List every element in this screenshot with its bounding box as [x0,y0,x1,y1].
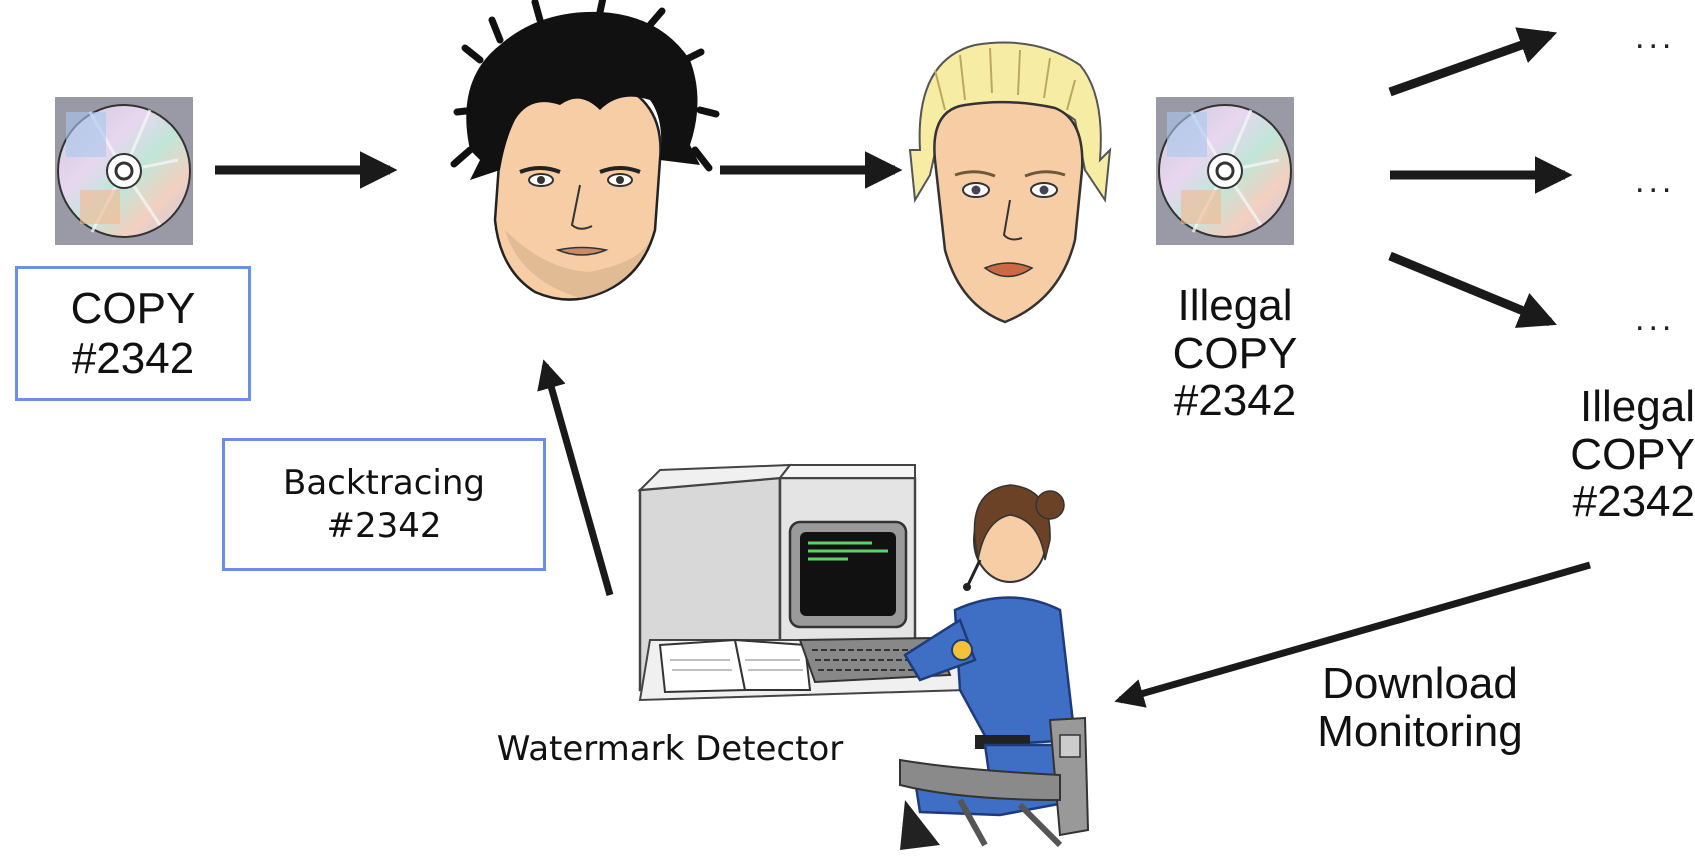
original-copy-label-box: COPY #2342 [15,266,251,401]
watermark-detector-label: Watermark Detector [496,729,844,769]
female-face-icon [908,41,1112,324]
ellipsis-bottom: ... [1635,300,1676,338]
download-text: Download [1322,659,1518,708]
monitoring-text: Monitoring [1317,706,1523,756]
illegal-copy-center-label: Illegal COPY #2342 [1140,282,1330,425]
illegal-right-number: #2342 [1572,477,1695,527]
detector-operator-icon [637,463,1090,850]
original-copy-number: #2342 [71,333,195,383]
arrow-distribute-bottom [1388,251,1557,328]
backtracing-text: Backtracing [283,463,485,503]
ellipsis-middle: ... [1635,162,1676,200]
illegal-right-text: Illegal [1580,382,1695,431]
original-copy-text: COPY [70,283,196,333]
ellipsis-top: ... [1635,18,1676,56]
arrow-distribute-top [1388,27,1558,97]
illegal-copy-right-label: Illegal COPY #2342 [1535,383,1695,526]
arrow-backtrace-to-pirate [537,359,614,596]
backtracing-label-box: Backtracing #2342 [222,438,546,571]
illegal-center-text: Illegal [1177,281,1293,330]
arrow-download-to-detector [1114,561,1591,708]
backtracing-number: #2342 [326,505,442,546]
original-cd-disc-icon [55,97,193,245]
download-monitoring-label: Download Monitoring [1275,660,1565,755]
illegal-right-copy: COPY [1570,429,1695,479]
flow-arrows [215,27,1591,708]
illegal-center-copy: COPY [1172,328,1298,378]
illegal-cd-disc-icon [1156,97,1294,245]
male-face-icon [450,0,720,301]
illegal-center-number: #2342 [1173,376,1297,426]
